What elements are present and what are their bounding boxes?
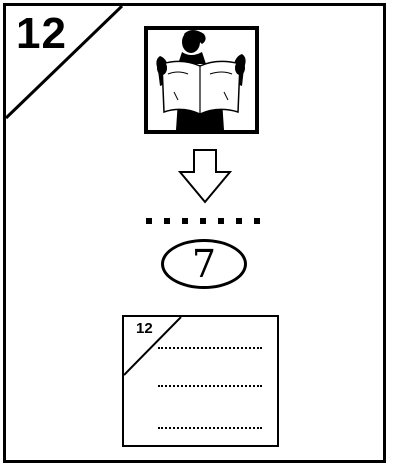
person-reading-newspaper-icon (148, 30, 255, 130)
preview-line-1 (158, 347, 262, 349)
newspaper-reader-picture (144, 26, 259, 134)
answer-value: 7 (192, 245, 216, 283)
card-number: 12 (16, 12, 67, 56)
dotted-line-icon (146, 218, 260, 226)
preview-card: 12 (122, 315, 279, 447)
number-card: 12 (3, 3, 386, 463)
preview-card-number: 12 (136, 321, 153, 336)
arrow-down-icon (178, 148, 232, 204)
preview-line-2 (158, 385, 262, 387)
preview-line-3 (158, 427, 262, 429)
answer-oval: 7 (161, 239, 247, 289)
